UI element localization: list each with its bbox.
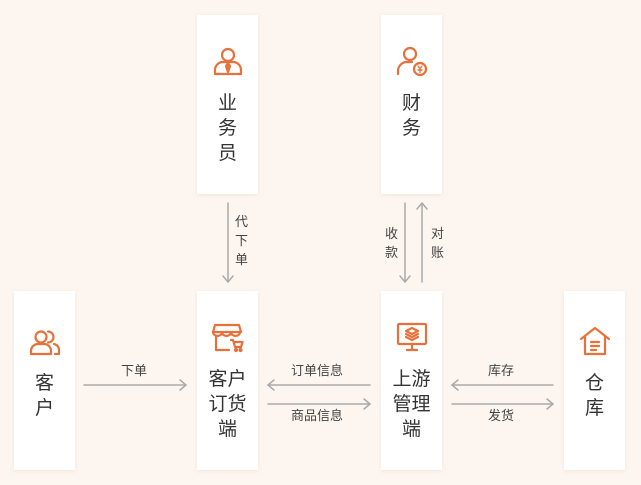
edge-label-place-order-by-proxy: 代 下 单: [235, 215, 249, 268]
edge-label-place-order: 下单: [121, 364, 148, 379]
person-money-icon: [396, 46, 427, 77]
arrow-order-info: [267, 379, 371, 391]
edge-label-order-info: 订单信息: [291, 364, 344, 379]
edge-label-product-info: 商品信息: [291, 409, 344, 424]
store-cart-icon: [211, 323, 244, 353]
person-tie-icon: [213, 47, 242, 76]
arrow-place-order: [83, 379, 187, 391]
salesman-node: 业 务 员: [197, 15, 258, 194]
warehouse-icon: [579, 326, 610, 356]
arrow-place-order-by-proxy: [222, 202, 234, 283]
customer-order-label: 客户 订货 端: [208, 368, 247, 440]
edge-label-reconcile: 对 账: [431, 227, 445, 261]
edge-label-inventory: 库存: [488, 364, 515, 379]
arrow-inventory: [451, 379, 554, 391]
customer-label: 客 户: [34, 372, 54, 419]
edge-label-ship: 发货: [488, 409, 515, 424]
upstream-management-node: 上游 管理 端: [381, 291, 442, 470]
warehouse-node: 仓 库: [564, 291, 625, 470]
edge-label-collect-payment: 收 款: [385, 227, 399, 261]
finance-label: 财 务: [401, 92, 421, 139]
users-icon: [29, 330, 60, 356]
salesman-label: 业 务 员: [217, 92, 237, 164]
finance-node: 财 务: [381, 15, 442, 194]
customer-node: 客 户: [14, 291, 75, 470]
arrow-collect-payment: [399, 202, 411, 283]
warehouse-label: 仓 库: [584, 372, 604, 419]
arrow-reconcile: [416, 202, 428, 283]
upstream-management-label: 上游 管理 端: [392, 368, 431, 440]
monitor-layers-icon: [396, 322, 427, 352]
customer-order-node: 客户 订货 端: [197, 291, 258, 470]
